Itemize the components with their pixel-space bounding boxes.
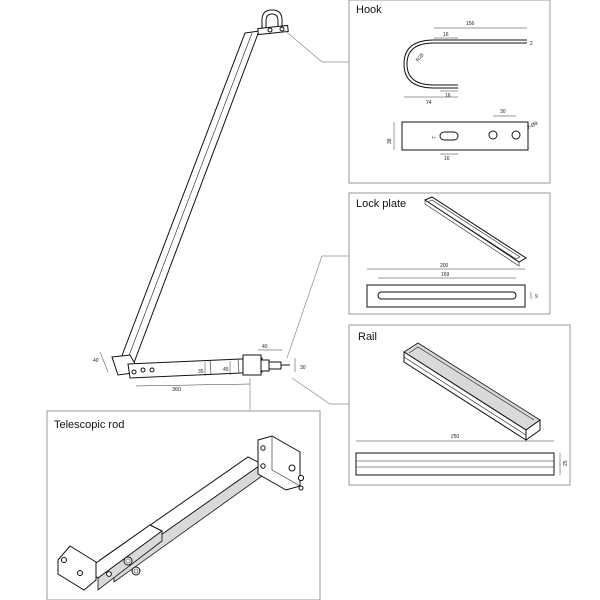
clamp-bolt-1	[123, 556, 133, 566]
rail-dim-250: 250	[451, 434, 460, 440]
hook-dim-2-9: 2-Ø9	[526, 121, 539, 131]
hook-dim-2: 2	[530, 41, 533, 47]
lock-plate-top	[366, 284, 526, 308]
hook-dim-38: 38	[387, 138, 393, 144]
lock-plate-dim-169: 169	[441, 272, 450, 278]
rail-panel: Rail 250 25	[348, 324, 571, 486]
lock-plate-dim-200: 200	[440, 263, 449, 269]
dim-40-right: 40	[262, 344, 268, 350]
dim-35: 35	[198, 369, 204, 375]
dim-40-left: 40	[93, 358, 99, 364]
lock-plate-panel: Lock plate 200 169 9	[348, 192, 551, 315]
leader-lines	[249, 27, 349, 411]
dim-45: 45	[223, 367, 229, 373]
rail-title: Rail	[358, 331, 377, 343]
clamp-bolt-2	[131, 566, 141, 576]
bottom-hinge-bracket	[57, 545, 97, 591]
hook-dim-7: 7	[432, 136, 438, 139]
main-assembly-view: 360 40 35 45 40 30	[93, 9, 306, 393]
lock-plate-title: Lock plate	[356, 198, 406, 210]
hook-title: Hook	[356, 4, 382, 16]
hook-dim-74: 74	[426, 100, 432, 106]
dim-30: 30	[300, 365, 306, 371]
telescopic-arm	[127, 357, 263, 379]
telescopic-rod-title: Telescopic rod	[54, 419, 124, 431]
top-hook	[261, 9, 283, 32]
hook-profile	[403, 39, 527, 89]
telescopic-rod-panel: Telescopic rod	[46, 410, 321, 600]
hook-dim-16b: 16	[445, 93, 451, 99]
hook-dim-r28: R28	[415, 52, 426, 63]
hook-dim-16c: 16	[444, 156, 450, 162]
rail-dim-25: 25	[563, 460, 569, 466]
hook-dim-156: 156	[466, 21, 475, 27]
lock-plate-dim-9: 9	[535, 294, 538, 300]
lock-plate-iso	[423, 196, 527, 263]
hook-dim-30: 30	[500, 109, 506, 115]
hook-panel: Hook 156 16 2 R28 74 16 30 2-Ø9 38 7 16	[348, 0, 551, 184]
hook-dim-16a: 16	[443, 32, 449, 38]
hook-flat-plate	[401, 121, 529, 151]
rail-top	[355, 452, 555, 476]
dim-360: 360	[172, 387, 181, 393]
